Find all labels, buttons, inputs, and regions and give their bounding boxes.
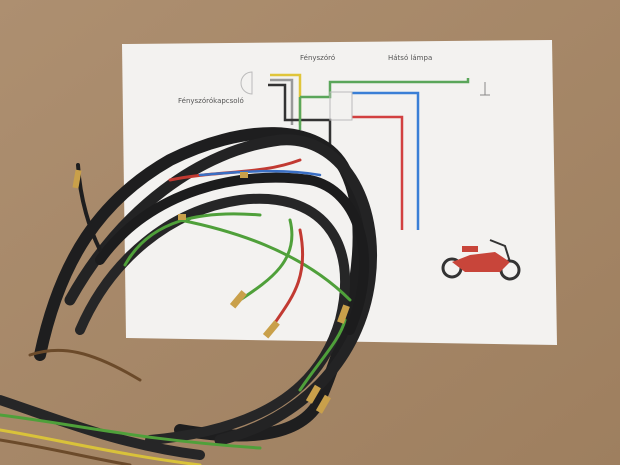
label-rear-lamp: Hátsó lámpa [388, 54, 432, 62]
moped-illustration [441, 239, 521, 281]
diagram-wires [240, 71, 490, 230]
label-headlight-switch: Fényszórókapcsoló [178, 97, 244, 105]
spade-terminals [72, 169, 350, 414]
label-headlight: Fényszóró [300, 54, 335, 62]
